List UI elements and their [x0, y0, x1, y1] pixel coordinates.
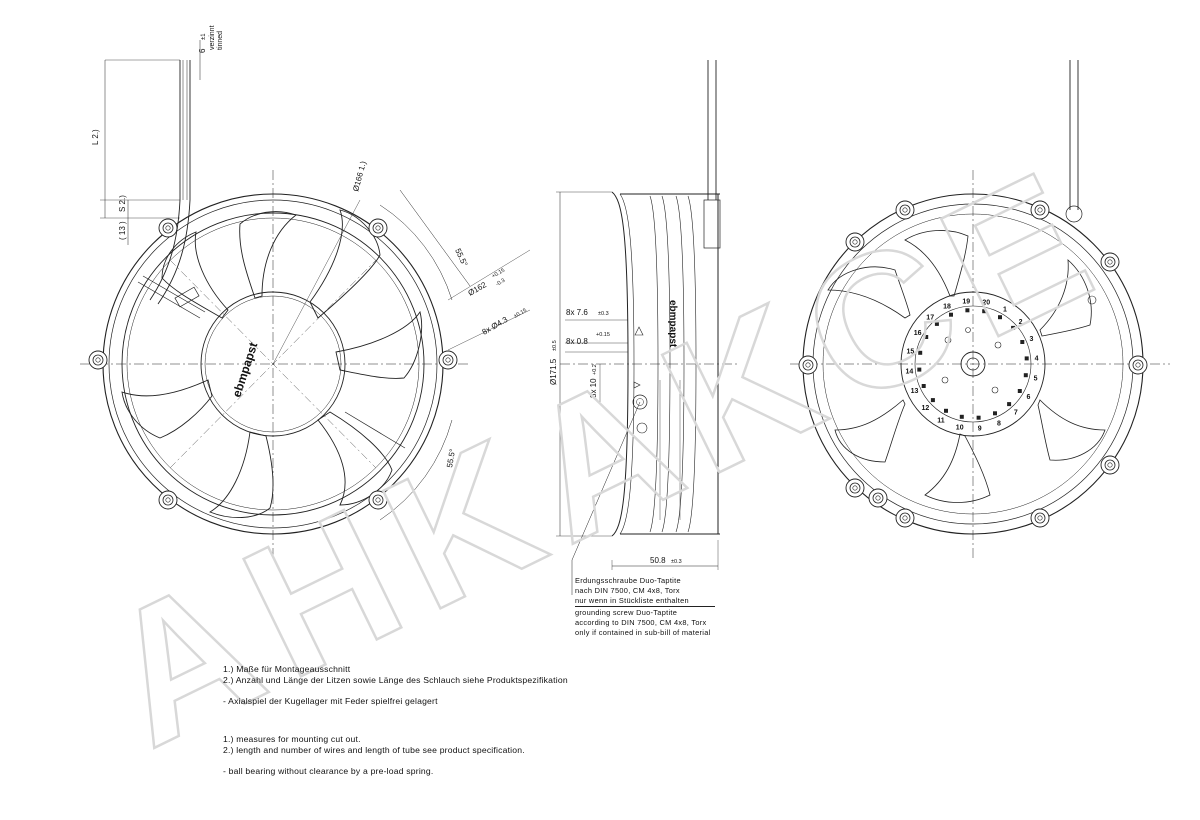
terminal-number: 9 [978, 426, 982, 433]
dim-mount-holes-tol: ±0.15 [513, 308, 528, 320]
note-en-2: 2.) length and number of wires and lengt… [223, 745, 525, 755]
terminal-pad [1011, 325, 1016, 330]
callout-de-line-2: nach DIN 7500, CM 4x8, Torx [575, 585, 680, 595]
callout-en-line-2: according to DIN 7500, CM 4x8, Torx [575, 618, 707, 628]
terminal-pad [1020, 340, 1025, 344]
dim-s: S 2.) [118, 195, 127, 212]
terminal-number: 2 [1019, 319, 1023, 326]
terminal-pad [1007, 402, 1012, 407]
note-de-3: - Axialspiel der Kugellager mit Feder sp… [223, 696, 438, 706]
terminal-pad [998, 315, 1002, 320]
dim-depth: 50.8 [650, 556, 666, 565]
terminal-number: 13 [911, 388, 919, 395]
terminal-pad [924, 335, 929, 339]
grounding-screw-callout: Erdungsschraube Duo-Taptite nach DIN 750… [575, 576, 715, 638]
terminal-pad [965, 308, 970, 313]
callout-en-line-1: grounding screw Duo-Taptite [575, 608, 678, 618]
terminal-pad [944, 408, 948, 413]
terminal-number: 11 [937, 417, 945, 424]
terminal-number: 12 [922, 405, 930, 412]
terminal-pad [976, 415, 981, 420]
angle-top: 55.5° [453, 247, 469, 268]
terminal-pad [930, 398, 935, 403]
wire-strip-tolerance: ±1 [201, 33, 207, 40]
dim-overall-diameter-tol: ±0.5 [552, 340, 558, 351]
dim-depth-tol: ±0.3 [671, 559, 682, 565]
note-en-1: 1.) measures for mounting cut out. [223, 734, 361, 744]
dim-76-tol: ±0.3 [598, 311, 609, 317]
wire-label-en: tinned [217, 31, 224, 50]
terminal-pad [982, 309, 987, 314]
terminal-pad [949, 312, 953, 317]
terminal-number: 6 [1026, 394, 1030, 401]
notes-german: 1.) Maße für Montageausschnitt 2.) Anzah… [223, 664, 568, 707]
dim-l: L 2.) [91, 129, 100, 145]
terminal-pad [993, 411, 997, 416]
front-blades [121, 209, 423, 519]
terminal-number: 8 [997, 421, 1001, 428]
terminal-number: 16 [914, 330, 922, 337]
dim-overall-diameter: Ø171.5 [549, 358, 558, 385]
notes-english: 1.) measures for mounting cut out. 2.) l… [223, 734, 525, 777]
dim-08-tol: +0.15 [596, 332, 610, 338]
terminal-number: 20 [982, 299, 990, 306]
note-de-2: 2.) Anzahl und Länge der Litzen sowie Lä… [223, 675, 568, 685]
terminal-pad [1017, 389, 1022, 393]
dim-diameter-162: Ø162 [467, 280, 489, 298]
callout-en-line-3: only if contained in sub-bill of materia… [575, 627, 711, 637]
dim-76: 8x 7.6 [566, 308, 588, 317]
callout-de-line-3: nur wenn in Stückliste enthalten [575, 595, 689, 605]
dim-diameter-162-tol-lower: -0.3 [495, 278, 506, 288]
rear-view [790, 60, 1170, 560]
note-de-1: 1.) Maße für Montageausschnitt [223, 664, 351, 674]
front-view [80, 40, 531, 560]
terminal-number: 18 [943, 304, 951, 311]
note-en-3: - ball bearing without clearance by a pr… [223, 766, 434, 776]
terminal-pad [918, 350, 923, 355]
dim-mount-holes: 8x Ø4.3 [481, 315, 510, 337]
dim-10-tol: +0.2 [592, 364, 598, 375]
terminal-pad [921, 384, 926, 388]
terminal-pad [917, 367, 922, 372]
terminal-pad [934, 321, 939, 326]
wire-label-de: verzinnt [209, 25, 216, 50]
callout-divider [575, 606, 715, 608]
terminal-number: 19 [962, 298, 970, 305]
front-brand-label: ebmpapst [230, 341, 261, 399]
side-brand-label: ebmpapst [667, 300, 678, 348]
terminal-number: 4 [1035, 355, 1039, 362]
callout-de-line-1: Erdungsschraube Duo-Taptite [575, 576, 681, 585]
terminal-number: 3 [1030, 336, 1034, 343]
terminal-number: 10 [956, 425, 964, 432]
terminal-number: 17 [926, 314, 934, 321]
dim-13: ( 13 ) [118, 221, 127, 240]
dim-diameter-166: Ø166 1.) [351, 160, 368, 193]
terminal-number: 1 [1003, 307, 1007, 314]
terminal-pad [1024, 356, 1029, 361]
terminal-number: 14 [906, 369, 914, 376]
dim-10: 8x 10 [589, 378, 598, 398]
side-view [556, 60, 740, 595]
angle-bottom: 55.5° [445, 448, 457, 468]
terminal-number: 15 [907, 349, 915, 356]
wire-strip-length: 6 [198, 48, 207, 53]
terminal-pad [1023, 373, 1028, 378]
terminal-number: 7 [1014, 410, 1018, 417]
dim-08: 8x 0.8 [566, 337, 588, 346]
terminal-number: 5 [1034, 375, 1038, 382]
dim-diameter-162-tol-upper: +0.15 [491, 268, 506, 280]
terminal-pad [959, 414, 964, 419]
